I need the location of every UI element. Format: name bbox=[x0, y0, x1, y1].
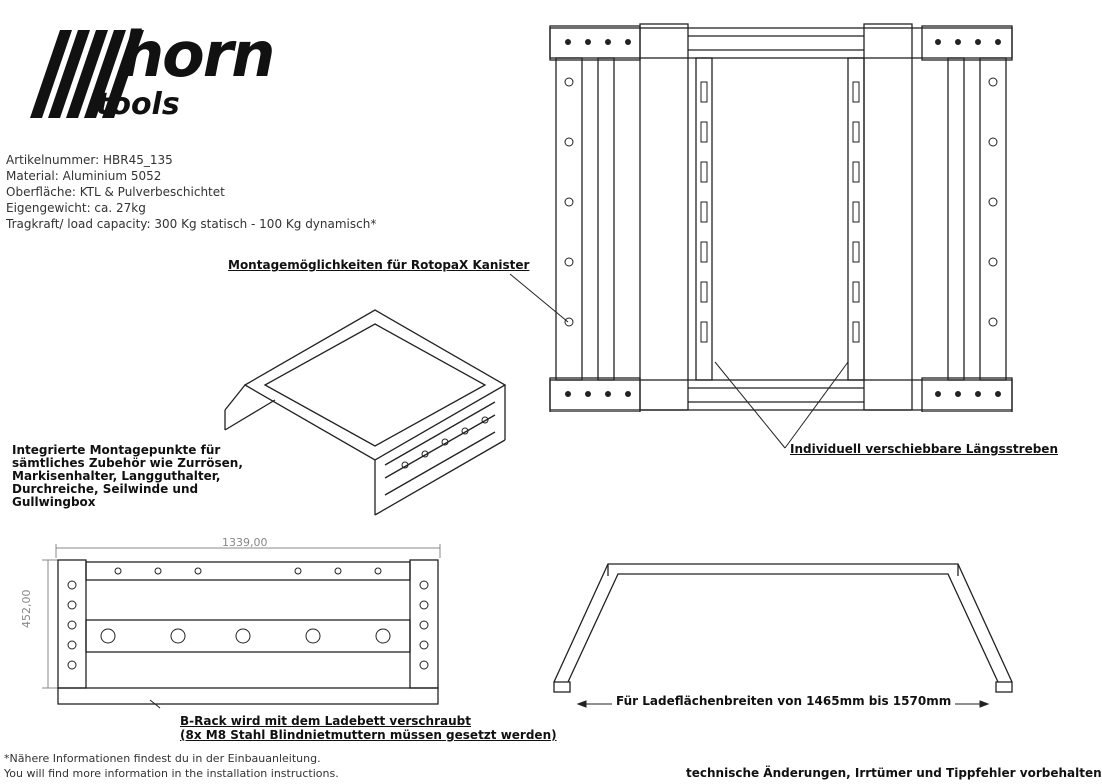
spec-material: Material: Aluminium 5052 bbox=[6, 169, 162, 183]
callout-struts: Individuell verschiebbare Längsstreben bbox=[790, 442, 1058, 456]
footnote-de: *Nähere Informationen findest du in der … bbox=[4, 752, 321, 765]
callout-bed-width: Für Ladeflächenbreiten von 1465mm bis 15… bbox=[612, 694, 956, 708]
logo-sub: tools bbox=[96, 87, 180, 122]
spec-load: Tragkraft/ load capacity: 300 Kg statisc… bbox=[6, 217, 377, 231]
iso-view-drawing bbox=[224, 309, 507, 516]
spec-weight: Eigengewicht: ca. 27kg bbox=[6, 201, 146, 215]
top-view-drawing bbox=[549, 23, 1013, 412]
spec-list: Artikelnummer: HBR45_135 Material: Alumi… bbox=[6, 152, 376, 232]
front-view-drawing bbox=[42, 544, 441, 705]
callout-rotopax: Montagemöglichkeiten für RotopaX Kaniste… bbox=[228, 258, 530, 272]
callout-mount-points: Integrierte Montagepunkte für sämtliches… bbox=[12, 443, 243, 509]
side-view-drawing bbox=[553, 563, 1013, 708]
spec-article: Artikelnummer: HBR45_135 bbox=[6, 153, 173, 167]
horn-tools-logo bbox=[30, 30, 144, 118]
dimension-height: 452,00 bbox=[20, 589, 33, 629]
disclaimer: technische Änderungen, Irrtümer und Tipp… bbox=[686, 766, 1102, 780]
logo-brand: horn bbox=[120, 18, 275, 91]
footnote-en: You will find more information in the in… bbox=[4, 767, 339, 780]
spec-surface: Oberfläche: KTL & Pulverbeschichtet bbox=[6, 185, 225, 199]
dimension-width: 1339,00 bbox=[222, 536, 268, 549]
callout-bolted: B-Rack wird mit dem Ladebett verschraubt… bbox=[180, 714, 557, 742]
